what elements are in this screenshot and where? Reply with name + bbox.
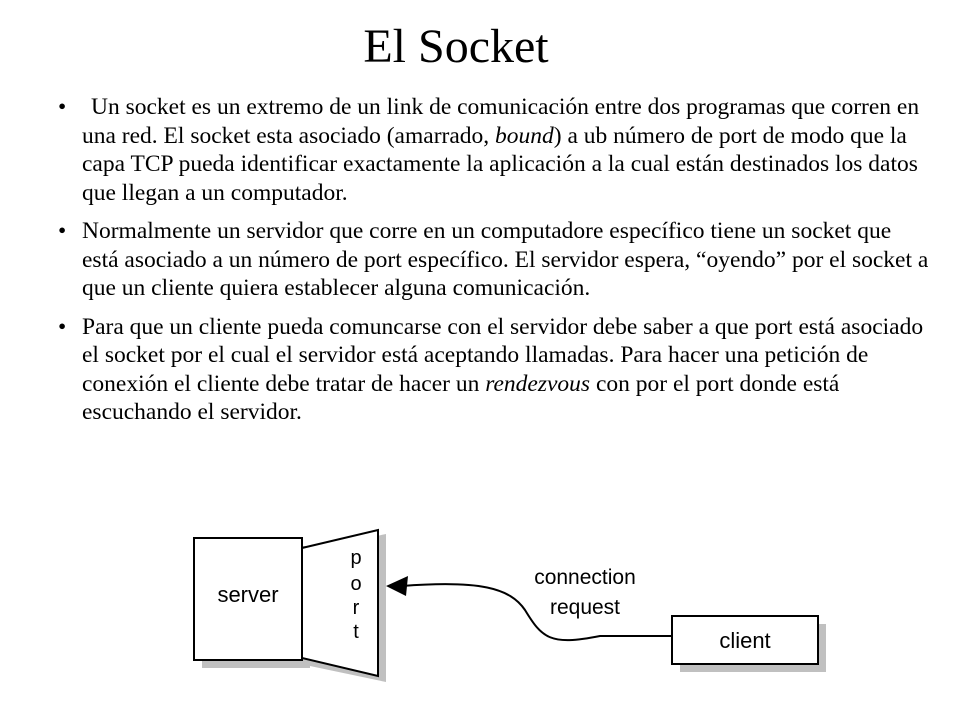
bullet-text-segment: ) a ub número de port de modo que la cap… (82, 122, 918, 206)
socket-diagram: server p o r t connection request client (193, 528, 826, 682)
bullet-text: Para que un cliente pueda comuncarse con… (82, 313, 932, 427)
bullet-text-italic: rendezvous (485, 370, 591, 397)
bullet-text-segment: Un socket es un extremo de un link de co… (82, 94, 920, 149)
bullet-text-segment: con por el port donde está escuchando el… (82, 370, 840, 426)
arrow-head-icon (386, 576, 408, 596)
bullet-text-italic: bound (495, 122, 554, 149)
bullet-item: • Normalmente un servidor que corre en u… (42, 217, 932, 303)
request-label: request (550, 596, 620, 619)
port-letter: t (353, 621, 359, 643)
server-label: server (217, 582, 278, 607)
connection-label: connection (534, 566, 636, 589)
bullet-text: Normalmente un servidor que corre en un … (82, 217, 932, 303)
bullet-dot: • (58, 94, 67, 120)
bullet-text: Un socket es un extremo de un link de co… (82, 93, 932, 207)
port-shape (301, 528, 379, 678)
bullet-list: • Un socket es un extremo de un link de … (42, 93, 932, 437)
bullet-dot: • (58, 218, 67, 244)
port-letter: r (353, 597, 360, 619)
bullet-dot: • (58, 313, 67, 340)
connection-line (401, 583, 672, 642)
bullet-item: • Un socket es un extremo de un link de … (42, 93, 932, 207)
port-letter: o (350, 573, 361, 595)
bullet-item: • Para que un cliente pueda comuncarse c… (42, 313, 932, 427)
port-letter: p (350, 547, 361, 569)
client-label: client (719, 628, 770, 653)
bullet-text-segment: Normalmente un servidor que corre en un … (82, 218, 929, 301)
bullet-text-segment: Para que un cliente pueda comuncarse con… (82, 313, 924, 397)
slide-title: El Socket (363, 20, 549, 73)
client-box (671, 615, 819, 665)
